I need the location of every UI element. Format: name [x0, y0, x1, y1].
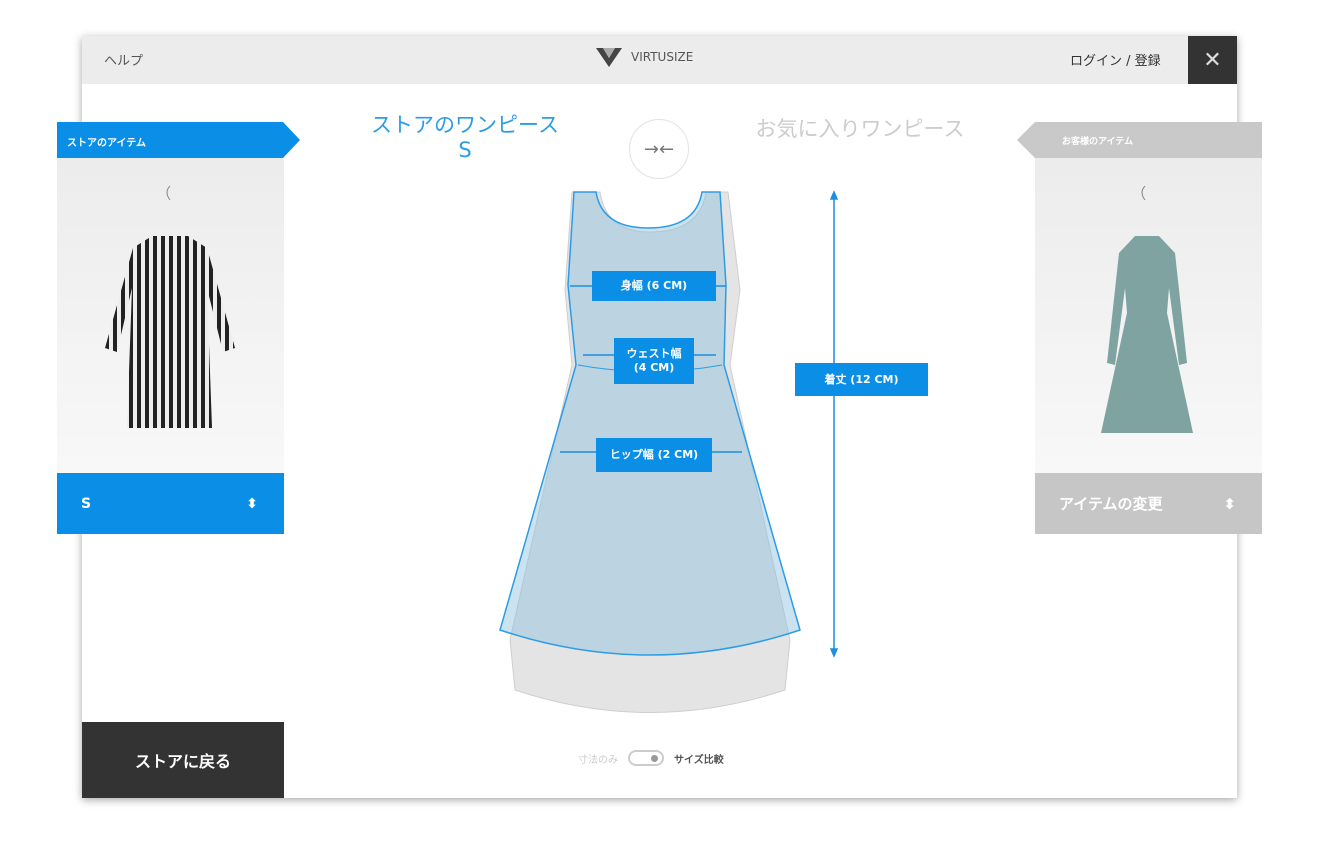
store-size-select[interactable]: S⬍	[57, 473, 284, 534]
customer-item-image	[1035, 158, 1262, 473]
store-item-image	[57, 158, 284, 473]
green-dress-image	[1101, 185, 1193, 433]
selected-size: S	[81, 495, 92, 512]
view-mode-toggle[interactable]: 寸法のみ サイズ比較	[578, 750, 724, 766]
store-dress-outline	[499, 191, 801, 656]
size-compare-label[interactable]: サイズ比較	[674, 754, 724, 766]
length-measurement-label: 着丈 (12 CM)	[795, 363, 928, 396]
waist-measurement-label: ウェスト幅(4 CM)	[614, 338, 694, 384]
brand-logo: VIRTUSIZE	[595, 46, 693, 68]
customer-item-tab: お客様のアイテム	[1017, 122, 1262, 158]
updown-icon: ⬍	[1223, 494, 1236, 513]
store-item-tab: ストアのアイテム	[57, 122, 300, 158]
help-link[interactable]: ヘルプ	[104, 54, 144, 69]
close-button[interactable]: ✕	[1188, 36, 1237, 84]
waist-label-value: (4 CM)	[633, 361, 675, 374]
customer-item-title: お気に入りワンピース	[755, 117, 965, 141]
measurements-only-label[interactable]: 寸法のみ	[578, 754, 618, 766]
waist-label-text: ウェスト幅	[626, 347, 682, 360]
brand-name: VIRTUSIZE	[631, 50, 694, 64]
updown-icon: ⬍	[246, 495, 258, 512]
store-item-size: S	[458, 138, 472, 162]
striped-dress-image	[105, 185, 235, 428]
back-to-store-button[interactable]: ストアに戻る	[82, 722, 284, 798]
toggle-switch[interactable]	[628, 750, 664, 766]
bust-measurement-label: 身幅 (6 CM)	[592, 271, 716, 301]
login-register-link[interactable]: ログイン / 登録	[1070, 54, 1161, 69]
change-item-select[interactable]: アイテムの変更 ⬍	[1035, 473, 1262, 534]
hip-measurement-label: ヒップ幅 (2 CM)	[596, 438, 712, 472]
change-item-label: アイテムの変更	[1059, 495, 1163, 513]
compare-icon[interactable]: →←	[629, 119, 689, 179]
header-bar	[82, 36, 1237, 84]
store-item-name: ストアのワンピース	[371, 113, 559, 137]
virtusize-logo-icon	[596, 48, 622, 67]
